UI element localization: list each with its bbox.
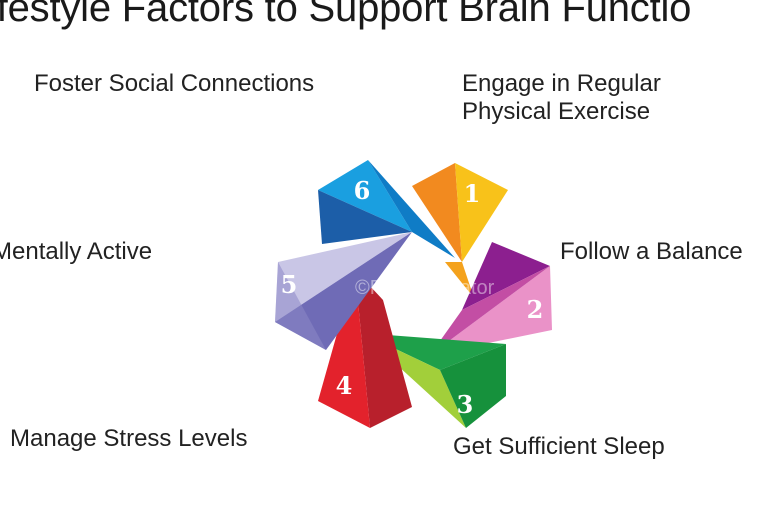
page-title: ifestyle Factors to Support Brain Functi… bbox=[0, 0, 692, 30]
label-sufficient-sleep: Get Sufficient Sleep bbox=[453, 433, 665, 460]
segment-number-5: 5 bbox=[281, 270, 298, 299]
label-balanced-diet: Follow a Balance bbox=[560, 238, 743, 265]
segment-number-4: 4 bbox=[336, 371, 353, 400]
label-foster-social-connections: Foster Social Connections bbox=[34, 70, 315, 97]
segment-number-3: 3 bbox=[457, 390, 474, 419]
watermark: ©PosterCreator bbox=[355, 277, 495, 299]
label-mentally-active: Mentally Active bbox=[0, 238, 153, 265]
pinwheel-segment-2: 2 bbox=[430, 242, 552, 355]
segment-number-6: 6 bbox=[354, 176, 371, 205]
segment-number-1: 1 bbox=[464, 179, 481, 208]
pinwheel-segment-1: 1 bbox=[412, 163, 508, 298]
pinwheel-segment-6: 6 bbox=[318, 160, 455, 258]
pinwheel-segment-4: 4 bbox=[318, 270, 412, 428]
label-manage-stress-levels: Manage Stress Levels bbox=[10, 425, 248, 452]
pinwheel-segment-5: 5 bbox=[275, 232, 412, 350]
segment-number-2: 2 bbox=[527, 295, 544, 324]
label-regular-physical-exercise: Engage in Regular Physical Exercise bbox=[462, 70, 661, 125]
